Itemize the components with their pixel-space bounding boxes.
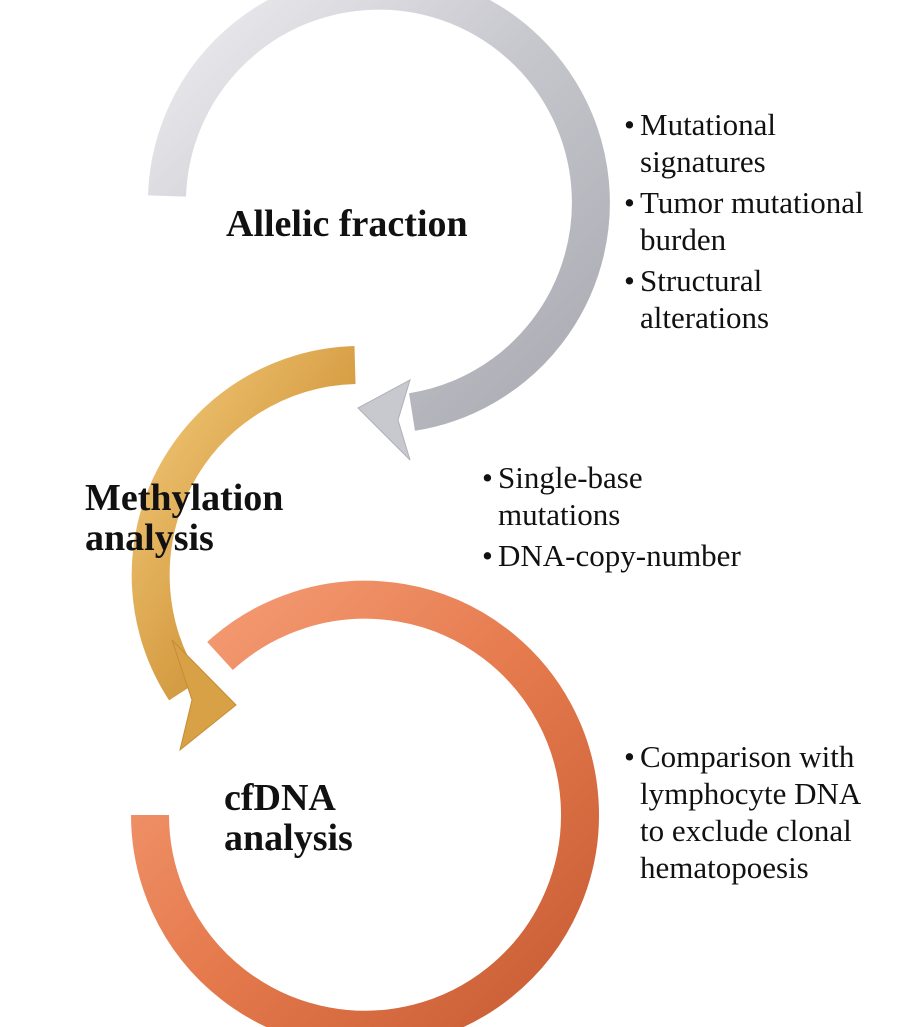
methylation-analysis-bullets: • Single-base mutations • DNA-copy-numbe… bbox=[482, 459, 782, 578]
allelic-fraction-arrow bbox=[148, 0, 610, 461]
cfdna-analysis-title: cfDNA analysis bbox=[224, 777, 353, 859]
bullet-mutational-signatures: • Mutational signatures bbox=[624, 107, 777, 179]
allelic-fraction-title: Allelic fraction bbox=[226, 203, 468, 245]
bullet-structural-alterations: • Structural alterations bbox=[624, 263, 770, 335]
cfdna-analysis-ring bbox=[131, 580, 599, 1027]
methylation-analysis-arrow bbox=[131, 346, 356, 752]
cfdna-analysis-bullets: • Comparison with lymphocyte DNA to excl… bbox=[624, 738, 900, 890]
bullet-dna-copy-number: • DNA-copy-number bbox=[482, 538, 741, 573]
bullet-single-base-mutations: • Single-base mutations bbox=[482, 460, 643, 532]
allelic-fraction-bullets: • Mutational signatures • Tumor mutation… bbox=[624, 106, 900, 340]
methylation-analysis-title: Methylation analysis bbox=[85, 477, 284, 559]
bullet-tumor-mutational-burden: • Tumor mutational burden bbox=[624, 185, 864, 257]
bullet-comparison-lymphocyte-dna: • Comparison with lymphocyte DNA to excl… bbox=[624, 739, 862, 885]
